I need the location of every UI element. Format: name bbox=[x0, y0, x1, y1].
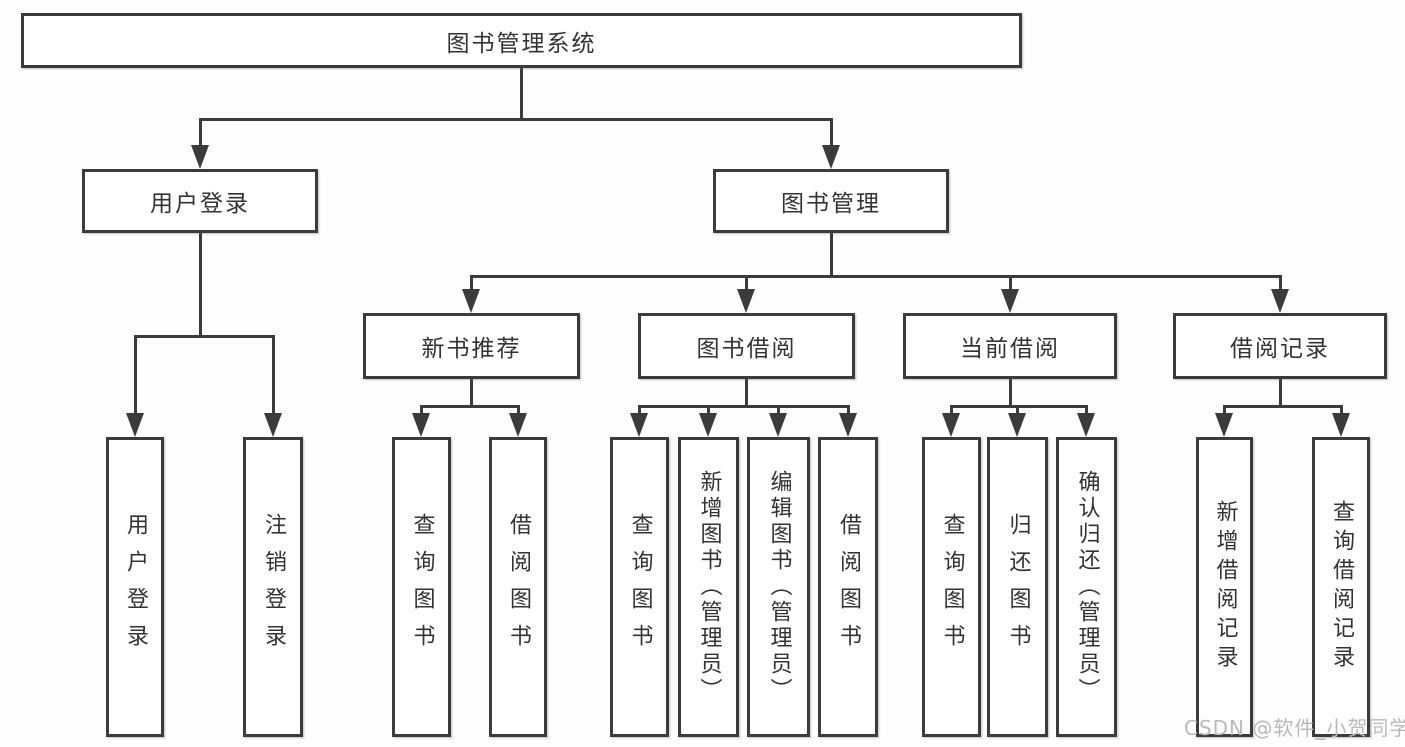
node-label: 借阅图书 bbox=[506, 513, 531, 661]
node-label: 图书管理 bbox=[781, 191, 881, 217]
node-label: 当前借阅 bbox=[960, 336, 1060, 362]
connector-line bbox=[519, 68, 523, 120]
arrow-down-icon bbox=[769, 413, 787, 437]
arrow-down-icon bbox=[509, 413, 527, 437]
connector-line bbox=[1278, 379, 1282, 407]
node-leaf-return-books: 归还图书 bbox=[987, 437, 1048, 737]
connector-line bbox=[637, 406, 641, 417]
arrow-down-icon bbox=[1215, 413, 1233, 437]
watermark: CSDN @软件_小贺同学 bbox=[1184, 716, 1405, 740]
node-label: 查询图书 bbox=[409, 513, 435, 661]
connector-line bbox=[829, 119, 833, 149]
arrow-down-icon bbox=[191, 145, 209, 169]
connector-line bbox=[1222, 404, 1343, 408]
connector-line bbox=[1015, 406, 1019, 417]
node-leaf-add-books-admin: 新增图书（管理员） bbox=[678, 437, 739, 737]
node-leaf-query-books-borrowing: 查询图书 bbox=[610, 437, 669, 737]
node-leaf-user-login: 用户登录 bbox=[106, 437, 164, 737]
node-label: 归还图书 bbox=[1005, 513, 1031, 661]
arrow-down-icon bbox=[412, 413, 430, 437]
node-label: 图书管理系统 bbox=[446, 30, 597, 57]
connector-line bbox=[198, 117, 833, 121]
node-leaf-edit-books-admin: 编辑图书（管理员） bbox=[747, 437, 810, 737]
node-current-borrowing: 当前借阅 bbox=[903, 313, 1117, 379]
node-leaf-borrow-books-recommend: 借阅图书 bbox=[489, 437, 547, 737]
connector-line bbox=[133, 336, 137, 417]
node-leaf-query-books-recommend: 查询图书 bbox=[392, 437, 451, 737]
connector-line bbox=[469, 276, 473, 293]
node-library-management-system: 图书管理系统 bbox=[21, 13, 1022, 68]
node-borrowing-records: 借阅记录 bbox=[1173, 313, 1387, 379]
node-label: 查询图书 bbox=[627, 513, 653, 661]
node-label: 注销登录 bbox=[261, 513, 286, 661]
connector-line bbox=[469, 379, 473, 407]
arrow-down-icon bbox=[1271, 289, 1289, 313]
connector-line bbox=[1008, 276, 1012, 293]
arrow-down-icon bbox=[699, 413, 717, 437]
connector-line bbox=[133, 334, 275, 338]
arrow-down-icon bbox=[942, 413, 960, 437]
node-new-book-recommend: 新书推荐 bbox=[363, 313, 580, 379]
connector-line bbox=[846, 406, 850, 417]
node-label: 新增借阅记录 bbox=[1212, 500, 1238, 674]
connector-line bbox=[744, 276, 748, 293]
node-label: 编辑图书（管理员） bbox=[766, 470, 792, 704]
node-label: 查询借阅记录 bbox=[1329, 500, 1354, 674]
connector-line bbox=[776, 406, 780, 417]
node-label: 借阅记录 bbox=[1230, 336, 1330, 362]
arrow-down-icon bbox=[1332, 413, 1350, 437]
connector-line bbox=[1084, 406, 1088, 417]
node-label: 用户登录 bbox=[150, 191, 250, 217]
node-leaf-logout: 注销登录 bbox=[243, 437, 303, 737]
node-label: 图书借阅 bbox=[696, 336, 797, 362]
arrow-down-icon bbox=[1001, 289, 1019, 313]
node-label: 借阅图书 bbox=[836, 513, 861, 661]
connector-line bbox=[419, 404, 520, 408]
arrow-down-icon bbox=[630, 413, 648, 437]
node-label: 查询图书 bbox=[939, 513, 965, 661]
node-leaf-borrow-books-borrowing: 借阅图书 bbox=[818, 437, 878, 737]
arrow-down-icon bbox=[822, 145, 840, 169]
connector-line bbox=[419, 406, 423, 417]
connector-line bbox=[469, 274, 1282, 278]
connector-line bbox=[637, 404, 850, 408]
arrow-down-icon bbox=[264, 413, 282, 437]
arrow-down-icon bbox=[462, 289, 480, 313]
node-leaf-add-borrow-record: 新增借阅记录 bbox=[1196, 437, 1253, 737]
node-book-borrowing: 图书借阅 bbox=[638, 313, 855, 379]
connector-line bbox=[516, 406, 520, 417]
arrow-down-icon bbox=[1077, 413, 1095, 437]
connector-line bbox=[706, 406, 710, 417]
connector-line bbox=[1008, 379, 1012, 407]
connector-line bbox=[1278, 276, 1282, 293]
connector-line bbox=[198, 233, 202, 337]
node-book-management: 图书管理 bbox=[713, 169, 949, 233]
connector-line bbox=[1222, 406, 1226, 417]
connector-line bbox=[1339, 406, 1343, 417]
node-label: 新书推荐 bbox=[421, 336, 522, 362]
node-label: 新增图书（管理员） bbox=[696, 470, 722, 704]
node-label: 用户登录 bbox=[123, 513, 148, 661]
connector-line bbox=[829, 233, 833, 277]
node-leaf-query-books-current: 查询图书 bbox=[922, 437, 981, 737]
connector-line bbox=[949, 404, 1088, 408]
connector-line bbox=[198, 119, 202, 149]
arrow-down-icon bbox=[1008, 413, 1026, 437]
arrow-down-icon bbox=[126, 413, 144, 437]
node-leaf-query-borrow-record: 查询借阅记录 bbox=[1312, 437, 1370, 737]
node-label: 确认归还（管理员） bbox=[1074, 470, 1100, 704]
node-leaf-confirm-return-admin: 确认归还（管理员） bbox=[1056, 437, 1117, 737]
connector-line bbox=[949, 406, 953, 417]
arrow-down-icon bbox=[737, 289, 755, 313]
node-user-login: 用户登录 bbox=[82, 169, 318, 233]
arrow-down-icon bbox=[839, 413, 857, 437]
connector-line bbox=[744, 379, 748, 407]
connector-line bbox=[271, 336, 275, 417]
